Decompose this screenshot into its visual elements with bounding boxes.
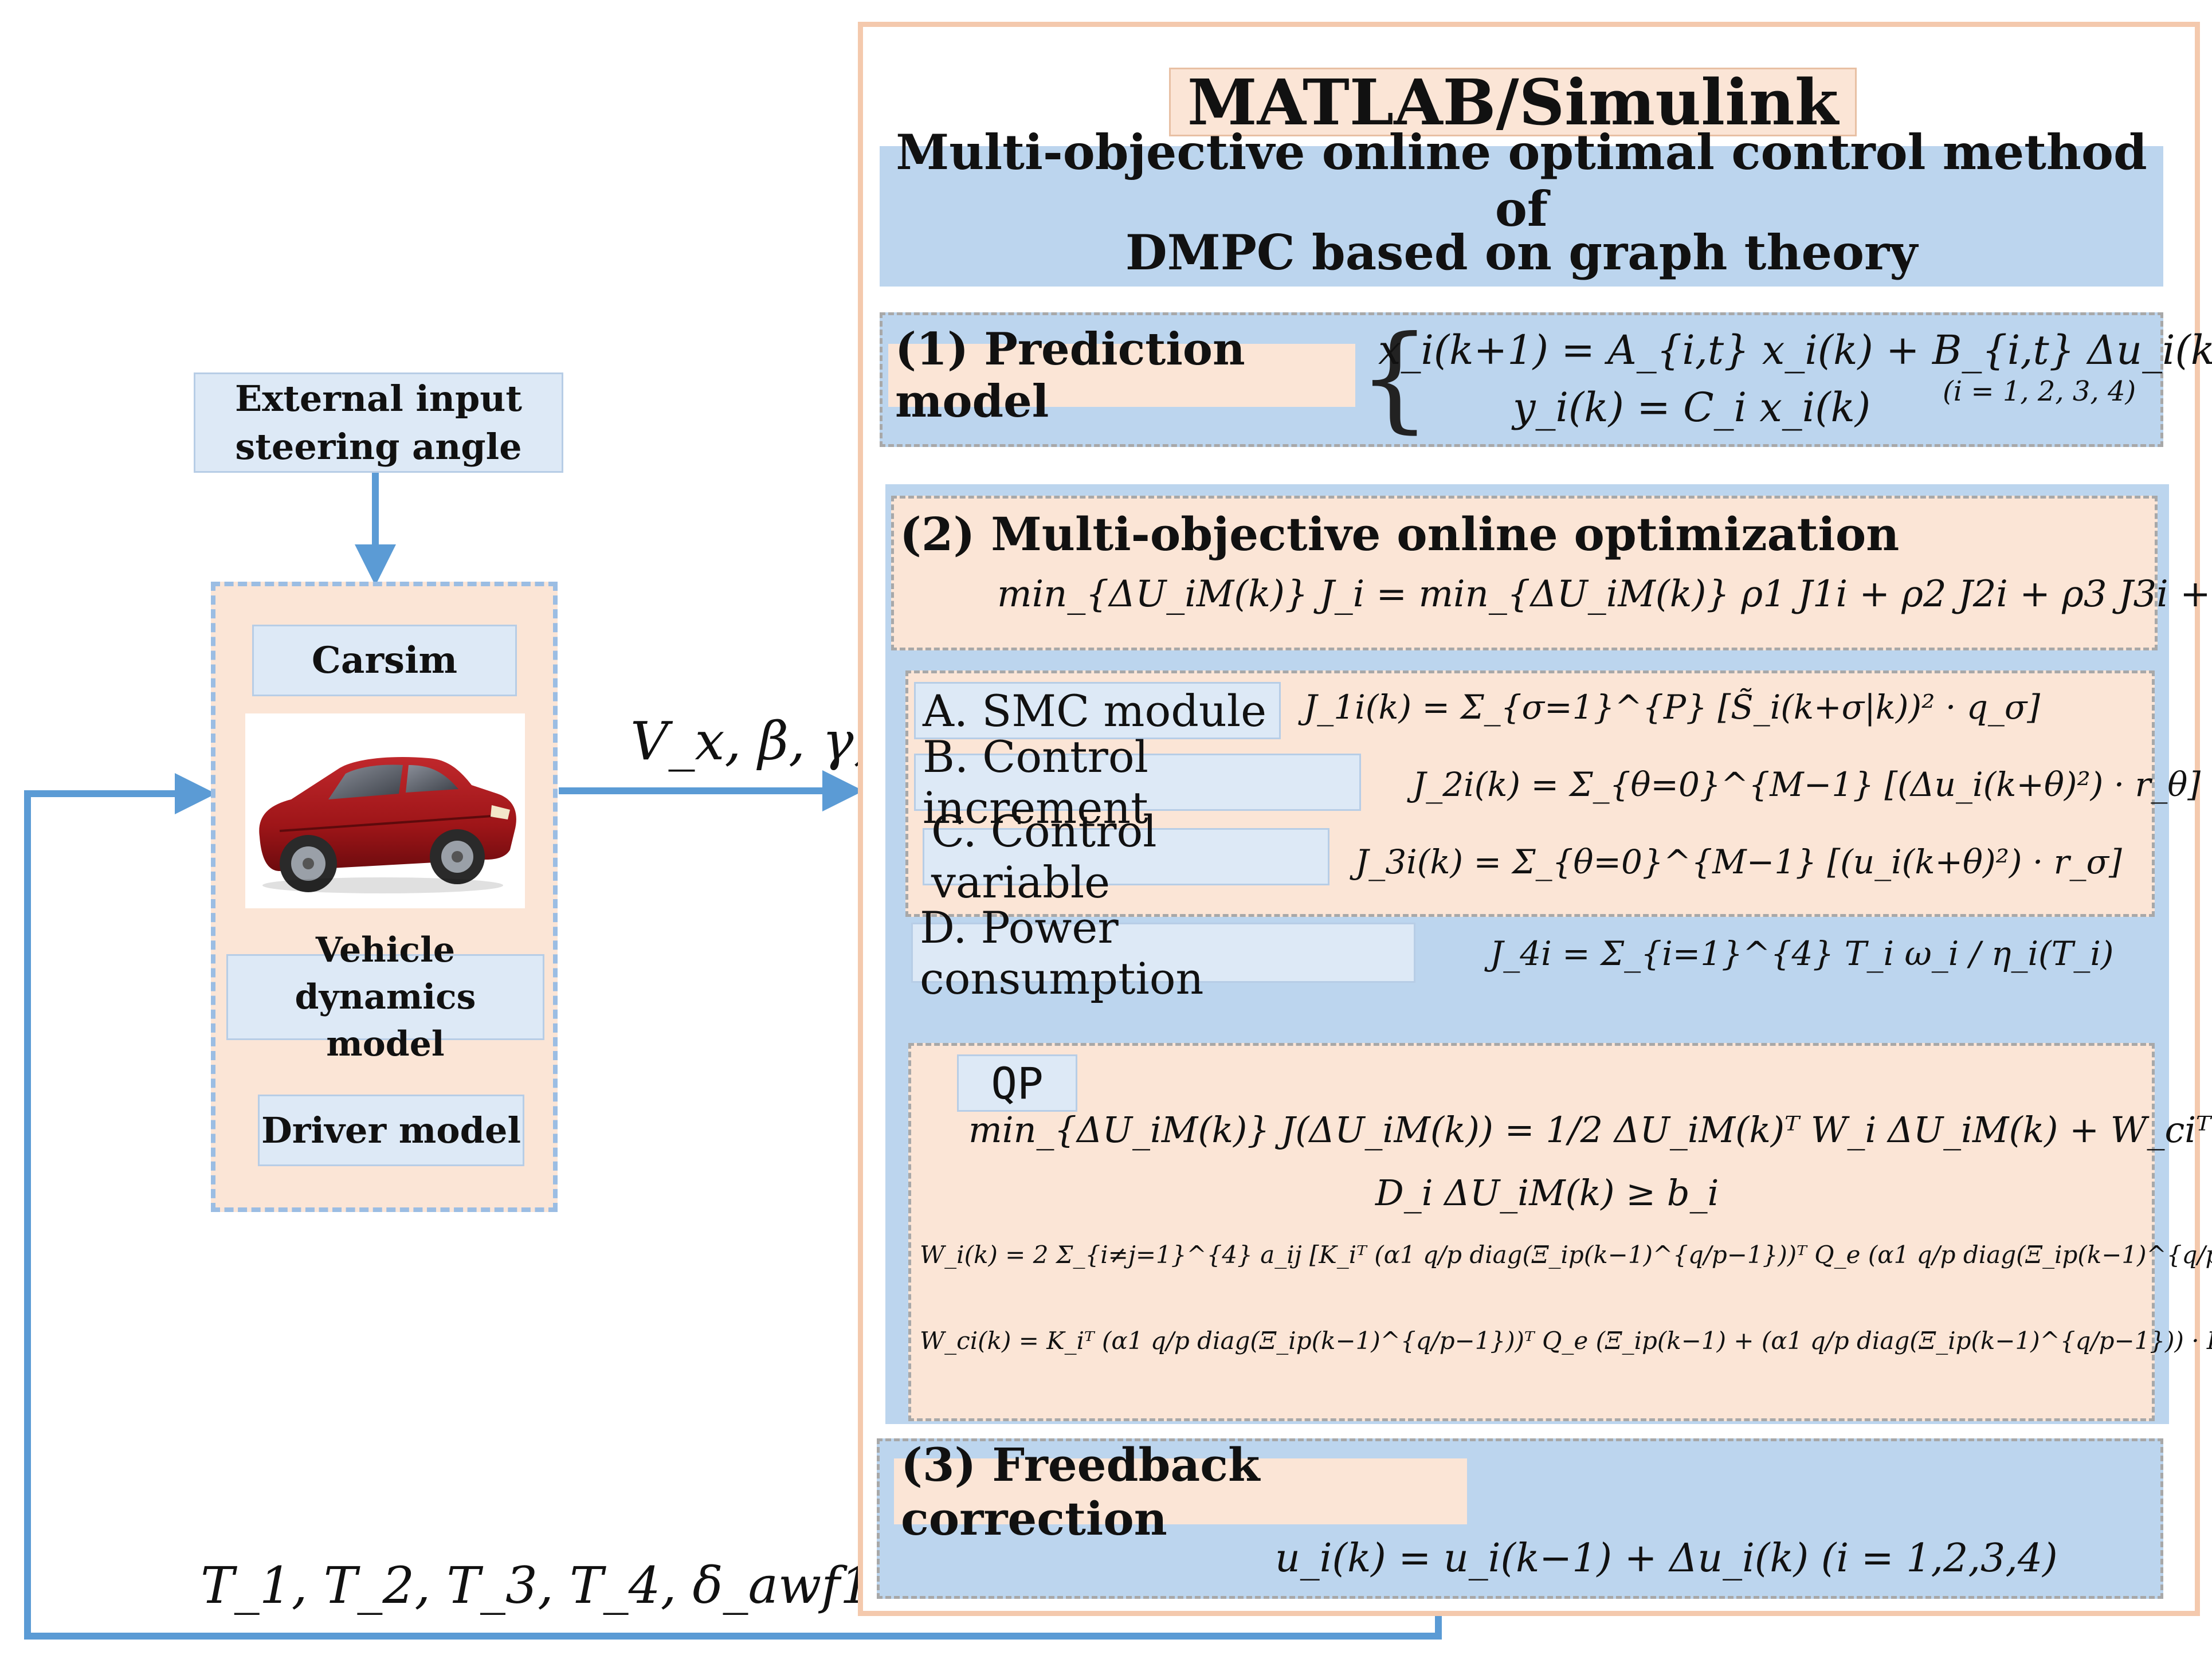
module-a-label: A. SMC module — [923, 685, 1267, 736]
modules-box: A. SMC module J_1i(k) = Σ_{σ=1}^{P} [S̃_… — [905, 670, 2201, 917]
matlab-title-box: MATLAB/Simulink — [1169, 65, 1857, 139]
qp-label-box: QP — [957, 1054, 1077, 1112]
module-a-box: A. SMC module — [914, 682, 1281, 739]
qp-wci: W_ci(k) = K_iᵀ (α1 q/p diag(Ξ_ip(k−1)^{q… — [920, 1327, 2212, 1355]
carsim-label: Carsim — [311, 639, 458, 682]
external-input-label: External input steering angle — [234, 377, 523, 468]
feedback-label: (3) Freedback correction — [901, 1437, 1260, 1546]
qp-box: QP min_{ΔU_iM(k)} J(ΔU_iM(k)) = 1/2 ΔU_i… — [908, 1043, 2212, 1421]
module-d-label: D. Power consumption — [920, 901, 1204, 1004]
module-c-eq: J_3i(k) = Σ_{θ=0}^{M−1} [(u_i(k+θ)²) · r… — [1355, 842, 2122, 881]
module-b-box: B. Control increment — [914, 731, 1361, 833]
car-image — [245, 713, 525, 908]
method-subtitle-box: Multi-objective online optimal control m… — [880, 124, 2163, 287]
subtitle-line1: Multi-objective online optimal control m… — [896, 124, 2147, 237]
module-a-eq: J_1i(k) = Σ_{σ=1}^{P} [S̃_i(k+σ|k))² · q… — [1304, 688, 2041, 727]
feedback-eq: u_i(k) = u_i(k−1) + Δu_i(k) (i = 1,2,3,4… — [1275, 1536, 2058, 1581]
feedback-label-box: (3) Freedback correction — [894, 1438, 1467, 1546]
qp-wi: W_i(k) = 2 Σ_{i≠j=1}^{4} a_ij [K_iᵀ (α1 … — [920, 1241, 2212, 1269]
prediction-label: (1) Prediction model — [895, 323, 1245, 428]
red-sedan-icon — [259, 756, 516, 893]
subtitle-line2: DMPC based on graph theory — [1125, 223, 1918, 281]
driver-model-label: Driver model — [261, 1109, 521, 1151]
prediction-index: (i = 1, 2, 3, 4) — [1943, 375, 2136, 407]
prediction-brace: { — [1358, 311, 1431, 445]
module-b-eq: J_2i(k) = Σ_{θ=0}^{M−1} [(Δu_i(k+θ)²) · … — [1413, 765, 2201, 804]
module-b-label: B. Control increment — [923, 731, 1148, 833]
matlab-title: MATLAB/Simulink — [1187, 65, 1839, 139]
qp-cost: min_{ΔU_iM(k)} J(ΔU_iM(k)) = 1/2 ΔU_iM(k… — [968, 1109, 2212, 1151]
objective-equation: min_{ΔU_iM(k)} J_i = min_{ΔU_iM(k)} ρ1 J… — [997, 573, 2212, 615]
prediction-label-box: (1) Prediction model — [888, 323, 1355, 428]
feedback-arrow — [24, 773, 1442, 1640]
vehicle-dynamics-box: Vehicle dynamics model — [226, 930, 544, 1064]
optimization-section: (2) Multi-objective online optimization … — [885, 484, 2212, 1424]
module-d-box-main: D. Power consumption — [911, 902, 1415, 1004]
prediction-eq1: x_i(k+1) = A_{i,t} x_i(k) + B_{i,t} Δu_i… — [1378, 327, 2212, 374]
prediction-eq2: y_i(k) = C_i x_i(k) — [1513, 384, 1871, 431]
output-signals-label: V_x, β, γ, — [630, 711, 870, 772]
optimization-label: (2) Multi-objective online optimization — [900, 507, 1900, 561]
module-c-box: C. Control variable — [923, 806, 1329, 908]
driver-model-box: Driver model — [258, 1095, 524, 1166]
feedback-section: (3) Freedback correction u_i(k) = u_i(k−… — [877, 1438, 2163, 1599]
external-input-box: External input steering angle — [194, 372, 563, 473]
vehicle-dynamics-label: Vehicle dynamics model — [295, 930, 476, 1064]
carsim-box: Carsim — [252, 625, 517, 696]
prediction-section: (1) Prediction model { x_i(k+1) = A_{i,t… — [880, 311, 2212, 447]
module-d-eq: J_4i = Σ_{i=1}^{4} T_i ω_i / η_i(T_i) — [1490, 934, 2114, 973]
qp-constraint: D_i ΔU_iM(k) ≥ b_i — [1375, 1172, 1719, 1214]
output-signals-text: V_x, β, γ, — [630, 711, 870, 772]
module-c-label: C. Control variable — [931, 806, 1157, 908]
qp-label: QP — [991, 1057, 1044, 1109]
objective-box: (2) Multi-objective online optimization … — [891, 496, 2212, 650]
